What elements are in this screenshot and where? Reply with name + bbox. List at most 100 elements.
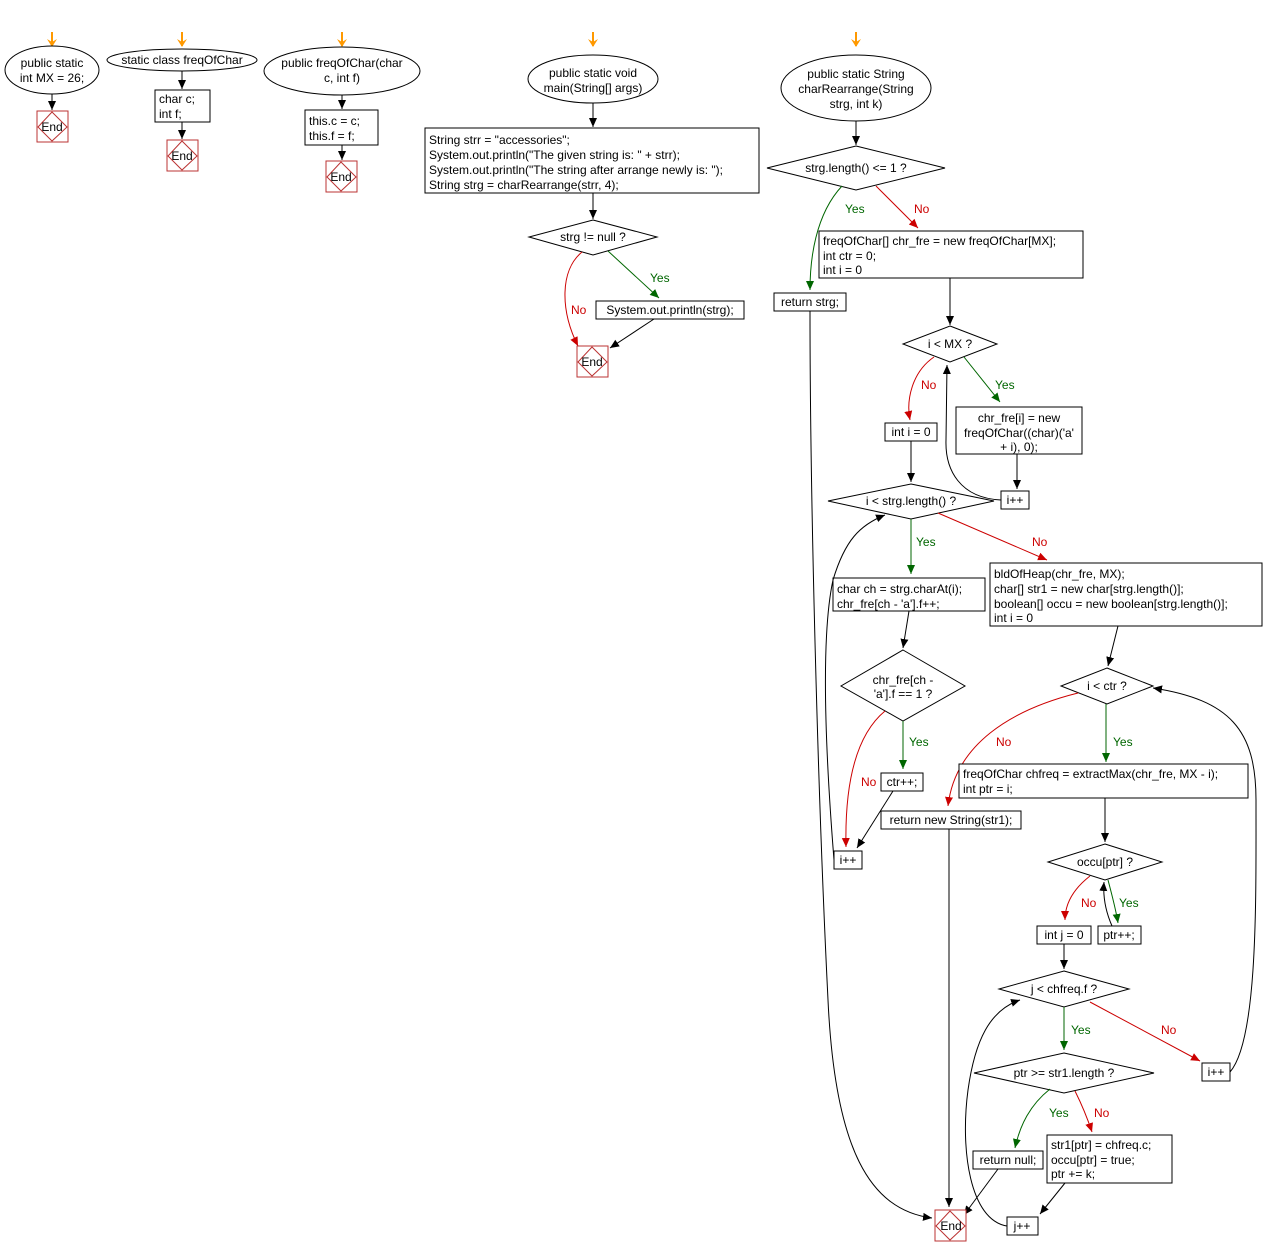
main-cond-diamond bbox=[527, 219, 659, 256]
cond-ptr-diamond bbox=[973, 1052, 1155, 1094]
mx-title-1: public static bbox=[21, 56, 84, 70]
svg-text:int ptr = i;: int ptr = i; bbox=[963, 782, 1013, 796]
svg-text:System.out.println("The string: System.out.println("The string after arr… bbox=[429, 163, 723, 177]
rearrange-flow: public static String charRearrange(Strin… bbox=[766, 54, 1263, 1242]
svg-text:No: No bbox=[921, 378, 937, 392]
svg-text:str1[ptr] = chfreq.c;: str1[ptr] = chfreq.c; bbox=[1051, 1138, 1151, 1152]
svg-text:i++: i++ bbox=[1007, 493, 1024, 507]
svg-text:ptr >= str1.length ?: ptr >= str1.length ? bbox=[1014, 1066, 1115, 1080]
svg-text:Yes: Yes bbox=[845, 202, 865, 216]
svg-text:chr_fre[i] = new: chr_fre[i] = new bbox=[978, 411, 1061, 425]
cond-len-diamond bbox=[766, 145, 946, 191]
svg-text:char ch = strg.charAt(i);: char ch = strg.charAt(i); bbox=[837, 582, 962, 596]
svg-text:return strg;: return strg; bbox=[781, 295, 839, 309]
ctr-inc-box bbox=[880, 772, 924, 792]
main-body-box bbox=[424, 127, 760, 194]
svg-text:i++: i++ bbox=[1208, 1065, 1225, 1079]
mx-title-2: int MX = 26; bbox=[20, 71, 84, 85]
svg-text:return null;: return null; bbox=[980, 1153, 1037, 1167]
mx-start-node bbox=[4, 45, 100, 95]
svg-text:Yes: Yes bbox=[1049, 1106, 1069, 1120]
svg-text:strg != null ?: strg != null ? bbox=[560, 230, 626, 244]
svg-text:i++: i++ bbox=[840, 853, 857, 867]
assign-box bbox=[1046, 1134, 1173, 1184]
svg-text:No: No bbox=[571, 303, 587, 317]
svg-text:Yes: Yes bbox=[995, 378, 1015, 392]
freq-class-end-node: End bbox=[166, 139, 199, 172]
svg-text:int ctr = 0;: int ctr = 0; bbox=[823, 249, 876, 263]
svg-text:Yes: Yes bbox=[909, 735, 929, 749]
mx-end-node: End bbox=[36, 110, 69, 143]
svg-text:ctr++;: ctr++; bbox=[887, 775, 918, 789]
start-arrows bbox=[47, 32, 861, 47]
svg-text:No: No bbox=[861, 775, 877, 789]
chr-new-box bbox=[955, 406, 1083, 455]
svg-text:Yes: Yes bbox=[1119, 896, 1139, 910]
return-str1-box bbox=[880, 810, 1022, 830]
ptr-inc-box bbox=[1097, 925, 1142, 945]
svg-text:Yes: Yes bbox=[650, 271, 670, 285]
svg-text:chr_fre[ch -: chr_fre[ch - bbox=[873, 673, 934, 687]
freq-field-f: int f; bbox=[159, 107, 182, 121]
svg-text:int i = 0: int i = 0 bbox=[823, 263, 862, 277]
main-flow: public static void main(String[] args) S… bbox=[424, 54, 760, 378]
svg-text:return new String(str1);: return new String(str1); bbox=[890, 813, 1013, 827]
cond-occu-diamond bbox=[1046, 843, 1164, 881]
mx-flow: public static int MX = 26; End bbox=[4, 45, 100, 143]
svg-text:freqOfChar((char)('a': freqOfChar((char)('a' bbox=[964, 426, 1074, 440]
svg-text:Yes: Yes bbox=[916, 535, 936, 549]
svg-text:Yes: Yes bbox=[1071, 1023, 1091, 1037]
svg-text:c, int f): c, int f) bbox=[324, 71, 360, 85]
return-null-box bbox=[972, 1150, 1044, 1170]
svg-text:int i = 0: int i = 0 bbox=[994, 611, 1033, 625]
freq-field-c: char c; bbox=[159, 92, 195, 106]
svg-text:i < MX ?: i < MX ? bbox=[928, 337, 973, 351]
freq-ctor-body-box bbox=[304, 109, 379, 146]
svg-text:No: No bbox=[996, 735, 1012, 749]
svg-text:'a'].f == 1 ?: 'a'].f == 1 ? bbox=[874, 687, 933, 701]
svg-text:int j = 0: int j = 0 bbox=[1044, 928, 1083, 942]
svg-text:chr_fre[ch - 'a'].f++;: chr_fre[ch - 'a'].f++; bbox=[837, 597, 940, 611]
freq-ctor-end-node: End bbox=[325, 160, 358, 193]
svg-text:char[] str1 = new char[strg.le: char[] str1 = new char[strg.length()]; bbox=[994, 582, 1184, 596]
svg-text:No: No bbox=[1032, 535, 1048, 549]
heap-box bbox=[989, 562, 1263, 627]
cond-ctr-diamond bbox=[1059, 667, 1155, 705]
svg-text:j++: j++ bbox=[1013, 1219, 1031, 1233]
svg-text:boolean[] occu = new boolean[s: boolean[] occu = new boolean[strg.length… bbox=[994, 597, 1228, 611]
svg-text:No: No bbox=[1081, 896, 1097, 910]
svg-text:End: End bbox=[330, 170, 351, 184]
svg-text:ptr += k;: ptr += k; bbox=[1051, 1167, 1095, 1181]
svg-text:No: No bbox=[1161, 1023, 1177, 1037]
svg-text:System.out.println("The given: System.out.println("The given string is:… bbox=[429, 148, 680, 162]
svg-text:int i = 0: int i = 0 bbox=[891, 425, 930, 439]
freq-class-flow: static class freqOfChar char c; int f; E… bbox=[106, 48, 258, 172]
svg-text:End: End bbox=[940, 1219, 961, 1233]
svg-text:public static String: public static String bbox=[807, 67, 904, 81]
svg-text:this.f = f;: this.f = f; bbox=[309, 129, 355, 143]
svg-text:End: End bbox=[171, 149, 192, 163]
svg-text:No: No bbox=[914, 202, 930, 216]
mx-end-label: End bbox=[41, 120, 62, 134]
svg-text:occu[ptr] = true;: occu[ptr] = true; bbox=[1051, 1153, 1135, 1167]
freq-class-title: static class freqOfChar bbox=[121, 53, 242, 67]
cond-mx-diamond bbox=[901, 325, 999, 363]
svg-text:charRearrange(String: charRearrange(String bbox=[798, 82, 913, 96]
freq-class-fields-box bbox=[154, 89, 211, 123]
rearrange-end-node: End bbox=[934, 1209, 967, 1242]
svg-text:String strg = charRearrange(st: String strg = charRearrange(strr, 4); bbox=[429, 178, 619, 192]
svg-text:+ i), 0);: + i), 0); bbox=[1000, 440, 1038, 454]
svg-text:j < chfreq.f ?: j < chfreq.f ? bbox=[1030, 982, 1098, 996]
svg-text:i < ctr ?: i < ctr ? bbox=[1087, 679, 1127, 693]
svg-text:strg, int k): strg, int k) bbox=[830, 97, 883, 111]
svg-text:freqOfChar[] chr_fre = new fre: freqOfChar[] chr_fre = new freqOfChar[MX… bbox=[823, 234, 1056, 248]
svg-text:public freqOfChar(char: public freqOfChar(char bbox=[281, 56, 402, 70]
svg-text:public static void: public static void bbox=[549, 66, 637, 80]
svg-text:System.out.println(strg);: System.out.println(strg); bbox=[606, 303, 733, 317]
svg-text:Yes: Yes bbox=[1113, 735, 1133, 749]
init-box bbox=[818, 230, 1084, 279]
svg-text:No: No bbox=[1094, 1106, 1110, 1120]
svg-text:main(String[] args): main(String[] args) bbox=[544, 81, 643, 95]
svg-text:End: End bbox=[581, 355, 602, 369]
